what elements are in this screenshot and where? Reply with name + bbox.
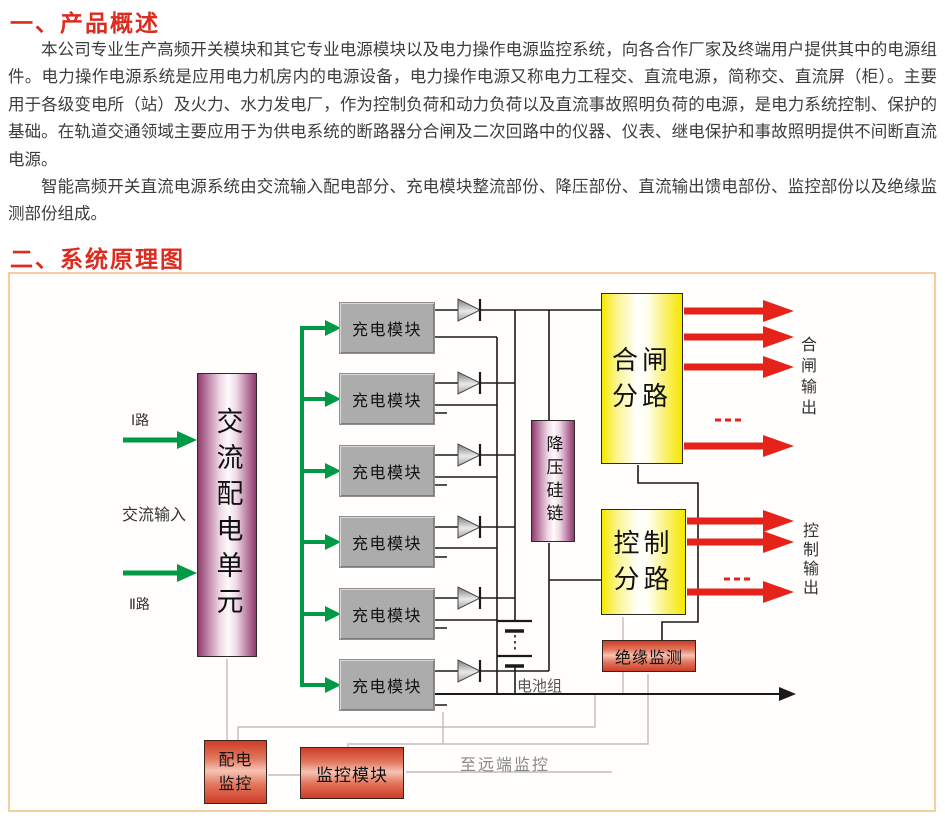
charge-module-4: 充电模块 <box>339 516 435 568</box>
charge-module-label: 充电模块 <box>351 677 422 696</box>
monitor-module-label: 监控模块 <box>316 765 388 786</box>
charge-module-label: 充电模块 <box>351 391 422 410</box>
paragraph-1: 本公司专业生产高频开关模块和其它专业电源模块以及电力操作电源监控系统，向各合作厂… <box>8 40 937 169</box>
diode-icons <box>457 298 482 683</box>
section1-title: 一、产品概述 <box>10 11 160 37</box>
charge-module-6: 充电模块 <box>339 659 435 711</box>
control-branch: 控制 分路 <box>601 509 686 615</box>
control-branch-label-1: 控制 <box>613 529 674 559</box>
distribution-monitor: 配电 监控 <box>204 740 267 804</box>
control-branch-label-2: 分路 <box>613 565 674 595</box>
paragraph-2: 智能高频开关直流电源系统由交流输入配电部分、充电模块整流部份、降压部份、直流输出… <box>8 177 937 224</box>
insulation-monitor: 绝缘监测 <box>602 640 696 672</box>
charge-module-label: 充电模块 <box>351 320 422 339</box>
charge-module-5: 充电模块 <box>339 588 435 640</box>
charge-module-1: 充电模块 <box>339 302 435 354</box>
ac-distribution-unit-label: 交流配电单元 <box>211 407 243 623</box>
bus-arrowhead <box>779 687 796 701</box>
buck-silicon-chain: 降压硅链 <box>531 420 575 542</box>
charge-module-2: 充电模块 <box>339 373 435 425</box>
battery-label: 电池组 <box>517 677 563 695</box>
ac-input-arrows <box>123 431 197 582</box>
closing-branch: 合闸 分路 <box>601 293 683 464</box>
ac-distribution-bus <box>300 320 341 693</box>
route1-label: Ⅰ路 <box>131 413 150 429</box>
battery-symbol <box>497 619 532 694</box>
distribution-monitor-label-2: 监控 <box>218 774 253 793</box>
closing-branch-label-1: 合闸 <box>611 345 672 376</box>
ac-input-label: 交流输入 <box>122 505 187 524</box>
closing-output-label: 合闸输出 <box>798 336 817 420</box>
charge-module-label: 充电模块 <box>351 463 422 482</box>
distribution-monitor-label-1: 配电 <box>218 750 253 769</box>
insulation-monitor-label: 绝缘监测 <box>614 648 683 667</box>
closing-branch-label-2: 分路 <box>611 381 672 412</box>
route2-label: Ⅱ路 <box>129 597 150 613</box>
charge-module-label: 充电模块 <box>351 534 422 553</box>
buck-silicon-chain-label: 降压硅链 <box>542 435 563 527</box>
dc-wiring <box>435 309 779 706</box>
section2-title: 二、系统原理图 <box>10 247 185 273</box>
overview-text: 本公司专业生产高频开关模块和其它专业电源模块以及电力操作电源监控系统，向各合作厂… <box>8 36 937 228</box>
remote-monitor-label: 至远端监控 <box>460 755 551 774</box>
charge-module-3: 充电模块 <box>339 445 435 497</box>
ac-distribution-unit: 交流配电单元 <box>197 373 257 657</box>
charge-module-label: 充电模块 <box>351 606 422 625</box>
monitor-wiring <box>226 617 649 776</box>
monitor-module: 监控模块 <box>300 747 404 799</box>
output-arrows <box>684 300 794 603</box>
control-output-label: 控制输出 <box>800 522 819 598</box>
